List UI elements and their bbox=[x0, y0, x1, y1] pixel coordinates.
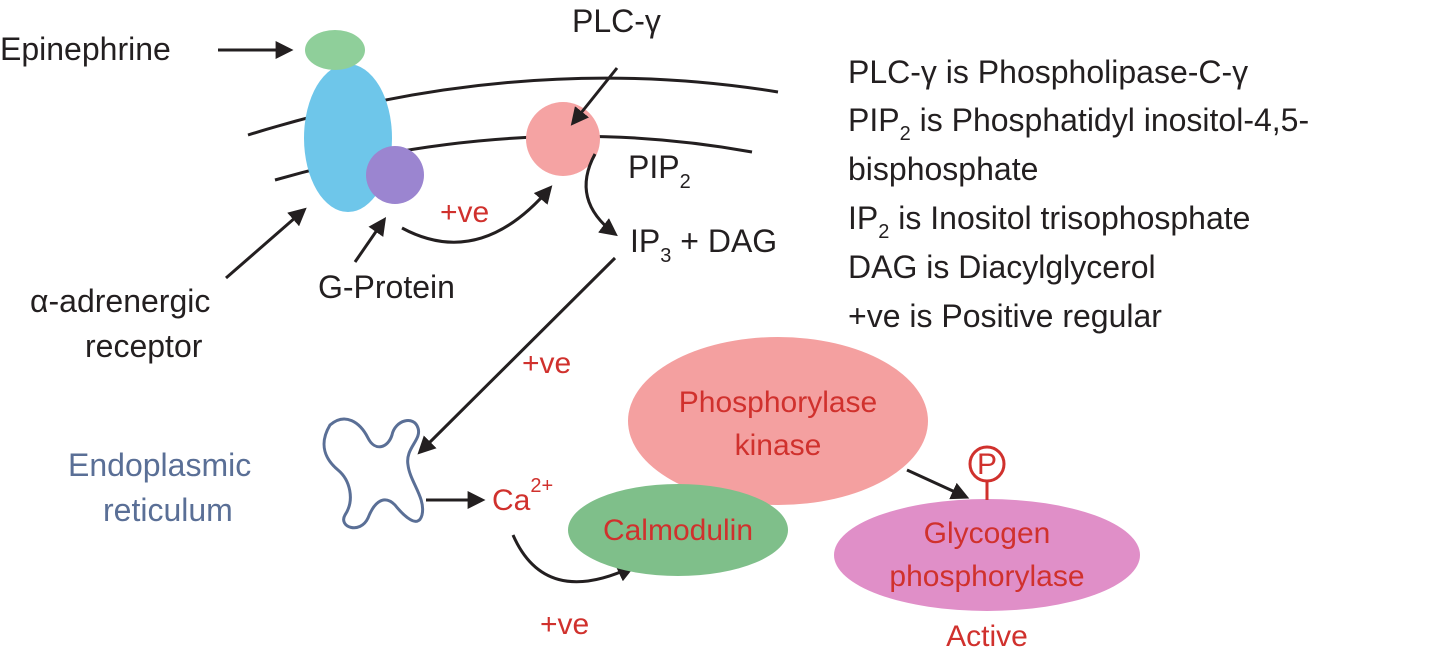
epinephrine-label: Epinephrine bbox=[0, 31, 171, 67]
positive-label-1: +ve bbox=[440, 196, 489, 229]
alpha-receptor-label-line2: receptor bbox=[85, 328, 203, 364]
legend-pip2-rest: is Phosphatidyl inositol-4,5- bbox=[911, 102, 1309, 138]
arrow-ca-to-calmodulin bbox=[511, 534, 636, 584]
calmodulin-shape bbox=[568, 484, 788, 576]
phosphorylase-kinase-shape bbox=[628, 337, 928, 505]
legend-ip2-base: IP bbox=[848, 200, 878, 236]
epinephrine-shape bbox=[305, 30, 365, 70]
positive-label-3: +ve bbox=[540, 608, 589, 641]
legend-line-6: +ve is Positive regular bbox=[848, 298, 1162, 334]
arrow-g-protein-to-plc bbox=[401, 185, 553, 244]
pip2-subscript: 2 bbox=[680, 171, 691, 193]
phosphate-label: P bbox=[977, 448, 997, 481]
active-label: Active bbox=[946, 620, 1028, 653]
legend-line-3: bisphosphate bbox=[848, 151, 1038, 187]
calmodulin-label: Calmodulin bbox=[603, 514, 753, 547]
legend-pip2-subscript: 2 bbox=[900, 123, 911, 145]
ip3-base: IP bbox=[630, 223, 660, 259]
arrows bbox=[218, 41, 970, 584]
legend: PLC-γ is Phospholipase-C-γ PIP2 is Phosp… bbox=[848, 54, 1309, 334]
g-protein-shape bbox=[366, 146, 424, 204]
legend-line-4: IP2 is Inositol trisophosphate bbox=[848, 200, 1250, 243]
plc-label: PLC-γ bbox=[572, 3, 661, 39]
phosphate-circle bbox=[968, 445, 1006, 483]
arrow-alpha-receptor bbox=[225, 207, 307, 280]
legend-pip2-base: PIP bbox=[848, 102, 900, 138]
arrow-plc bbox=[570, 67, 619, 126]
glycogen-phosphorylase-shape bbox=[834, 499, 1140, 611]
phosphorylase-kinase-label-line2: kinase bbox=[735, 429, 822, 462]
pip2-base: PIP bbox=[628, 149, 680, 185]
endoplasmic-reticulum-shape bbox=[322, 417, 425, 530]
arrow-ip3-to-er bbox=[417, 256, 617, 455]
ip3-dag-label: IP3 + DAG bbox=[630, 223, 777, 267]
glycogen-phosphorylase-label-line1: Glycogen bbox=[924, 517, 1051, 550]
calcium-label: Ca2+ bbox=[492, 475, 553, 517]
ip3-subscript: 3 bbox=[660, 245, 671, 267]
legend-line-1: PLC-γ is Phospholipase-C-γ bbox=[848, 54, 1248, 90]
arrow-g-protein bbox=[353, 217, 387, 263]
legend-ip2-rest: is Inositol trisophosphate bbox=[889, 200, 1250, 236]
glycogen-phosphorylase-label-line2: phosphorylase bbox=[889, 560, 1084, 593]
arrow-kinase-to-glycogen bbox=[906, 468, 970, 500]
pip2-label: PIP2 bbox=[628, 149, 691, 193]
er-label-line2: reticulum bbox=[103, 492, 233, 528]
legend-line-2: PIP2 is Phosphatidyl inositol-4,5- bbox=[848, 102, 1309, 145]
arrow-pip2-to-ip3 bbox=[584, 153, 618, 237]
positive-label-2: +ve bbox=[522, 347, 571, 380]
calcium-superscript: 2+ bbox=[530, 475, 553, 497]
er-label-line1: Endoplasmic bbox=[68, 447, 251, 483]
phosphorylase-kinase-label-line1: Phosphorylase bbox=[679, 386, 877, 419]
calcium-base: Ca bbox=[492, 484, 531, 517]
alpha-receptor-label-line1: α-adrenergic bbox=[30, 283, 210, 319]
g-protein-label: G-Protein bbox=[318, 269, 455, 305]
ip3-rest: + DAG bbox=[671, 223, 777, 259]
legend-ip2-subscript: 2 bbox=[878, 221, 889, 243]
legend-line-5: DAG is Diacylglycerol bbox=[848, 249, 1156, 285]
